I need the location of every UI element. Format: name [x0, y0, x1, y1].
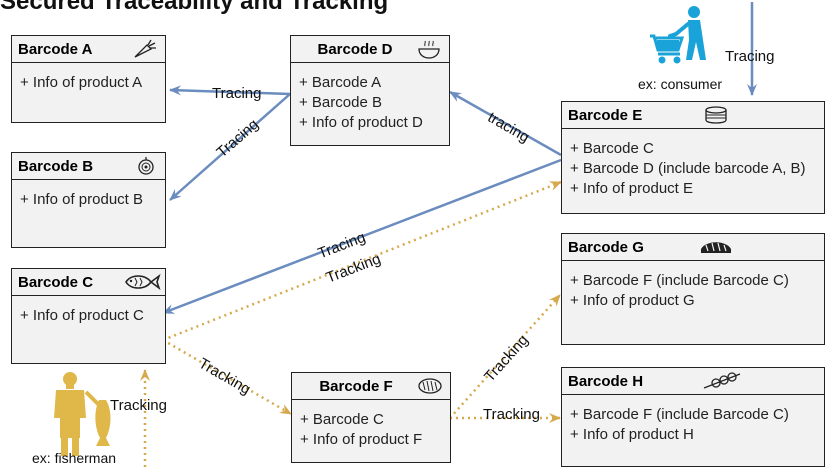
barcode-g-line: + Info of product G [570, 292, 695, 309]
carrot-icon [134, 39, 156, 58]
barcode-a-line: + Info of product A [20, 74, 143, 91]
fisherman-action-label: Tracking [110, 397, 167, 414]
barcode-d-title: Barcode D [317, 40, 393, 58]
barcode-d-line: + Barcode B [299, 94, 382, 111]
edge-d-to-b [169, 93, 291, 201]
consumer-label: ex: consumer [638, 76, 723, 92]
edge-c-to-f [162, 338, 292, 416]
barcode-a-header: Barcode A [12, 36, 165, 63]
barcode-f-line: + Barcode C [300, 411, 384, 428]
barcode-b-header: Barcode B [12, 153, 165, 180]
shopper-cart-icon [650, 6, 706, 64]
barcode-g-line: + Barcode F (include Barcode C) [570, 272, 789, 289]
barcode-d-header: Barcode D [291, 36, 449, 63]
barcode-e-line: + Barcode C [570, 140, 654, 157]
barcode-e-line: + Info of product E [570, 180, 693, 197]
barcode-d-box: Barcode D + Barcode A + Barcode B + Info… [290, 35, 450, 146]
barcode-c-box: Barcode C + Info of product C [11, 268, 166, 364]
barcode-g-header: Barcode G [562, 234, 824, 261]
soup-bowl-icon [418, 40, 440, 59]
barcode-g-title: Barcode G [568, 238, 644, 256]
barcode-d-line: + Info of product D [299, 114, 423, 131]
can-icon [705, 106, 727, 124]
barcode-h-line: + Info of product H [570, 426, 694, 443]
barcode-f-box: Barcode F + Barcode C + Info of product … [291, 372, 451, 463]
barcode-h-line: + Barcode F (include Barcode C) [570, 406, 789, 423]
barcode-e-title: Barcode E [568, 106, 643, 124]
barcode-b-title: Barcode B [18, 157, 94, 175]
barcode-f-header: Barcode F [292, 373, 450, 400]
edge-d-to-a [169, 85, 291, 96]
edge-e-to-c [162, 158, 562, 315]
barcode-f-title: Barcode F [319, 377, 393, 395]
onion-icon [138, 157, 154, 175]
page-title: Secured Traceability and Tracking [0, 0, 389, 15]
barcode-a-title: Barcode A [18, 40, 93, 58]
barcode-a-box: Barcode A + Info of product A [11, 35, 166, 123]
barcode-e-line: + Barcode D (include barcode A, B) [570, 160, 806, 177]
barcode-d-line: + Barcode A [299, 74, 382, 91]
skewer-icon [703, 372, 741, 389]
barcode-f-line: + Info of product F [300, 431, 423, 448]
barcode-h-header: Barcode H [562, 368, 824, 395]
barcode-e-header: Barcode E [562, 102, 824, 129]
barcode-g-box: Barcode G + Barcode F (include Barcode C… [561, 233, 825, 345]
sushi-icon [701, 242, 731, 253]
barcode-b-box: Barcode B + Info of product B [11, 152, 166, 248]
edge-label-d-to-a: Tracing [212, 85, 262, 102]
consumer-action-label: Tracing [725, 48, 775, 65]
barcode-e-box: Barcode E + Barcode C + Barcode D (inclu… [561, 101, 825, 214]
fisherman-icon [54, 372, 111, 456]
fisherman-label: ex: fisherman [32, 450, 117, 466]
edge-e-to-d [449, 90, 562, 157]
fish-fillet-icon [418, 378, 442, 394]
fish-icon [125, 273, 161, 291]
barcode-c-line: + Info of product C [20, 307, 144, 324]
barcode-b-line: + Info of product B [20, 191, 143, 208]
barcode-c-title: Barcode C [18, 273, 94, 291]
barcode-c-header: Barcode C [12, 269, 165, 296]
edge-label-f-to-h: Tracking [483, 406, 540, 423]
barcode-h-box: Barcode H + Barcode F (include Barcode C… [561, 367, 825, 467]
barcode-h-title: Barcode H [568, 372, 644, 390]
